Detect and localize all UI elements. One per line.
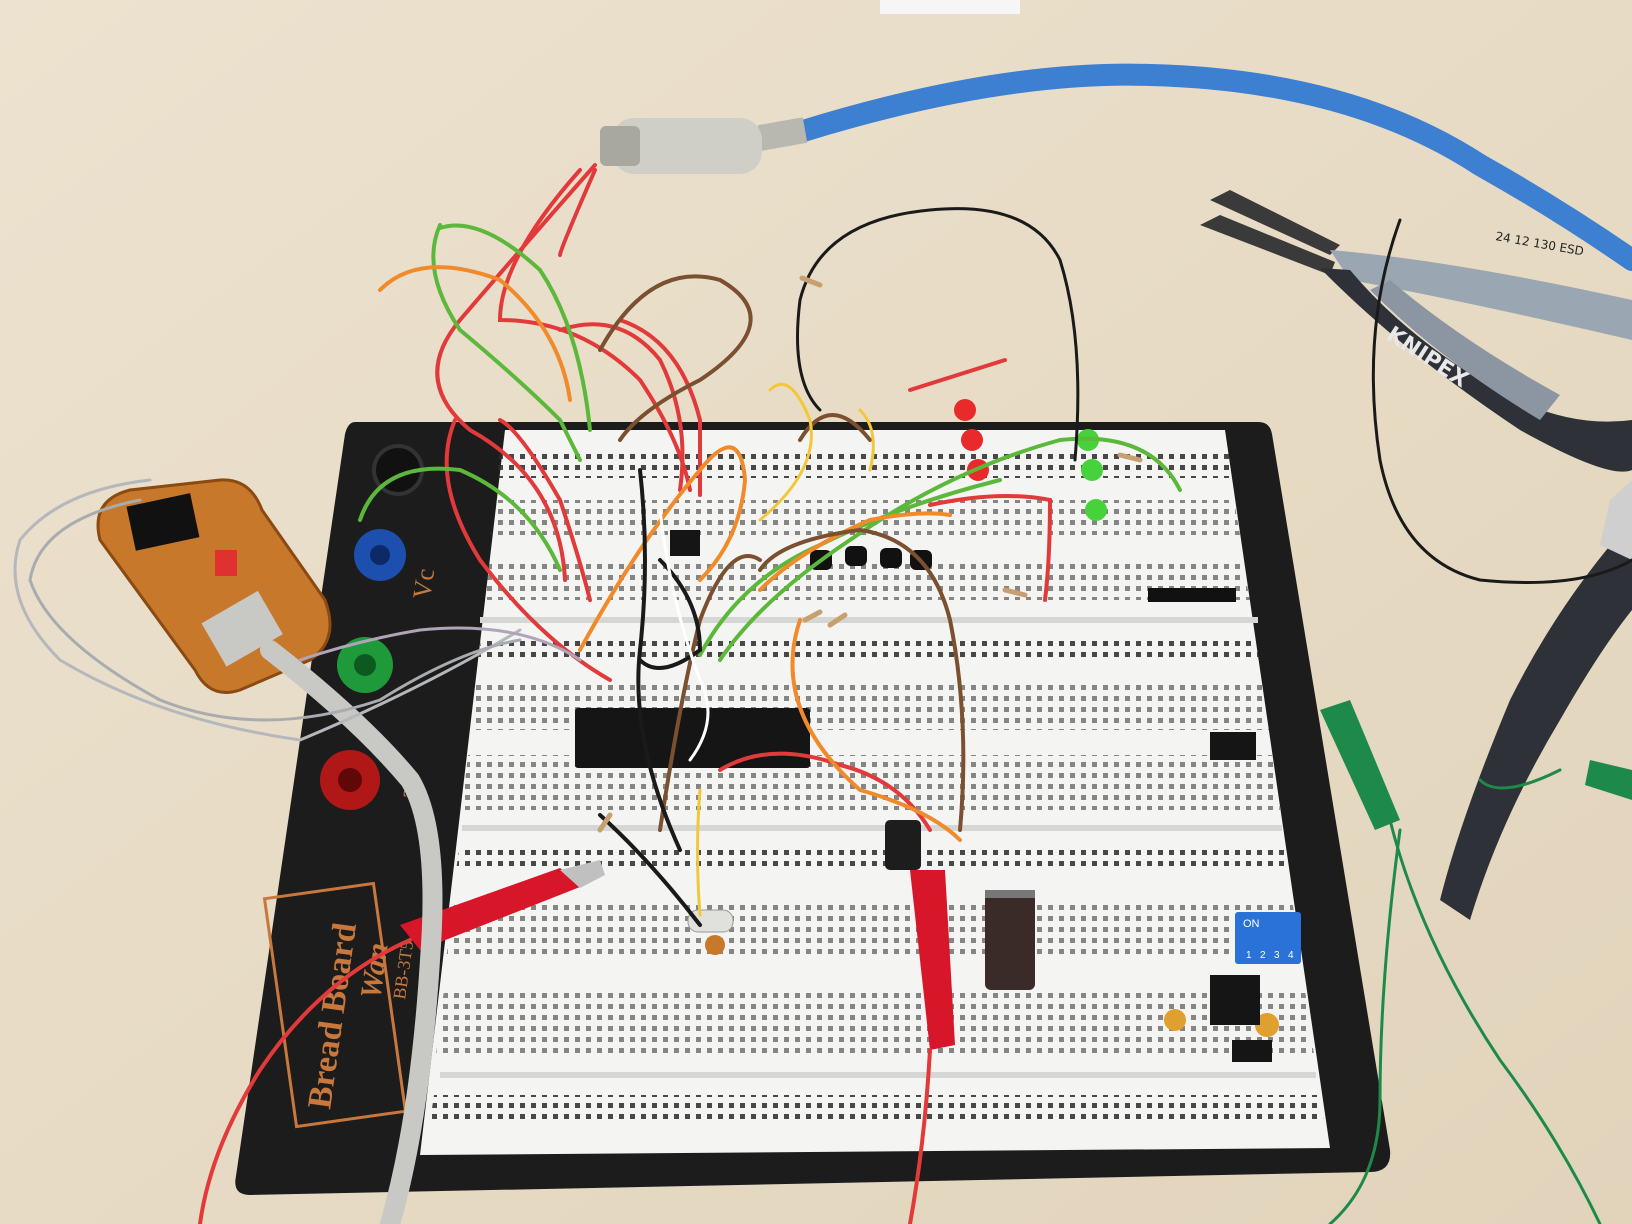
dip-switch-number-4: 4 bbox=[1288, 950, 1294, 961]
usb-cable bbox=[260, 640, 443, 1224]
leds bbox=[954, 399, 1107, 521]
din-connector bbox=[612, 118, 762, 174]
ic-socket bbox=[1210, 975, 1260, 1025]
ceramic-capacitor-a bbox=[705, 935, 725, 955]
pin-header bbox=[1148, 588, 1236, 602]
small-chip-top bbox=[670, 530, 700, 556]
jumper-wires bbox=[13, 163, 1632, 1224]
electrolytic-capacitor-large bbox=[985, 890, 1035, 990]
ceramic-capacitor-c bbox=[1255, 1013, 1279, 1037]
dip-switch-number-3: 3 bbox=[1274, 950, 1280, 961]
dip-switch-number-2: 2 bbox=[1260, 950, 1266, 961]
blue-cable bbox=[789, 63, 1632, 271]
side-text-v: Vc bbox=[407, 567, 440, 601]
resistors bbox=[597, 275, 1143, 833]
small-component bbox=[1232, 1040, 1272, 1062]
paper-corner bbox=[880, 0, 1020, 14]
dip-switch-on-label: ON bbox=[1243, 918, 1260, 930]
microcontroller-chip bbox=[575, 708, 810, 768]
small-chip-right bbox=[1210, 732, 1256, 760]
dip-switch: ON 1 2 3 4 bbox=[1235, 912, 1301, 964]
ceramic-capacitor-b bbox=[1164, 1009, 1186, 1031]
banana-sockets bbox=[320, 444, 424, 810]
electrolytic-capacitor-small bbox=[885, 820, 921, 870]
dip-switch-number-1: 1 bbox=[1246, 950, 1252, 961]
breadboard-rows bbox=[430, 448, 1324, 1122]
cutters bbox=[1440, 480, 1632, 920]
alligator-clips bbox=[400, 700, 1632, 1050]
usb-programmer bbox=[96, 478, 332, 694]
